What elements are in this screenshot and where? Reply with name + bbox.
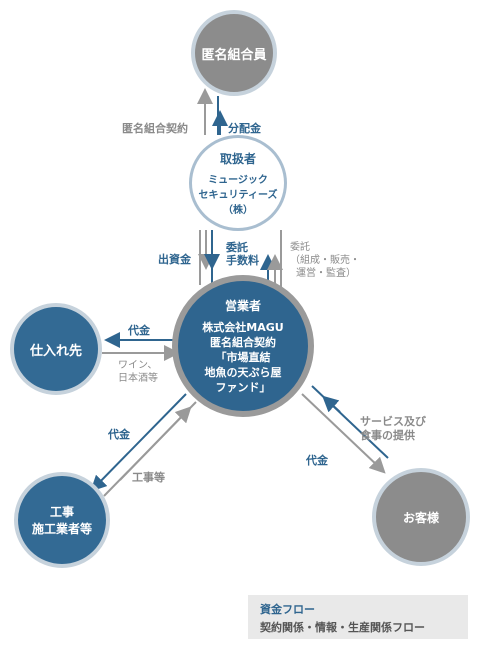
broker-name-line: ミュージック: [208, 175, 268, 186]
operator-line: 「市場直結: [215, 351, 271, 364]
operator-line: 株式会社MAGU: [202, 321, 284, 334]
entrust-label: 委託 （組成・販売・ 運営・監査）: [290, 241, 360, 280]
fee-label-line: 委託: [226, 241, 248, 254]
entrust-label-line: （組成・販売・: [290, 255, 360, 266]
customer-node: お客様: [372, 468, 470, 566]
legend: 資金フロー 契約関係・情報・生産関係フロー: [248, 595, 468, 639]
legend-money-flow: 資金フロー: [260, 603, 315, 616]
broker-title: 取扱者: [219, 152, 256, 166]
operator-contractor-lines: [90, 393, 197, 497]
supplier-label: 仕入れ先: [29, 343, 82, 359]
entrust-label-line: 運営・監査）: [296, 268, 356, 279]
supplier-node: 仕入れ先: [10, 303, 102, 395]
supplier-goods-line: 日本酒等: [118, 373, 158, 384]
operator-line: ファンド」: [215, 381, 271, 394]
customer-service-line: サービス及び: [360, 415, 426, 428]
customer-label: お客様: [402, 510, 439, 525]
contractor-label-line: 施工業者等: [31, 522, 92, 536]
contractor-label-line: 工事: [49, 505, 74, 519]
legend-contract-flow: 契約関係・情報・生産関係フロー: [260, 621, 425, 634]
supplier-goods-line: ワイン、: [118, 360, 158, 371]
investment-label: 出資金: [158, 253, 191, 266]
broker-name-line: （株）: [223, 205, 253, 216]
broker-node: 取扱者 ミュージック セキュリティーズ （株）: [189, 135, 287, 231]
operator-title: 営業者: [224, 299, 261, 313]
contractor-node: 工事 施工業者等: [14, 472, 110, 568]
supplier-payment-label: 代金: [128, 324, 150, 337]
contractor-payment-label: 代金: [108, 428, 130, 441]
customer-payment-label: 代金: [306, 454, 328, 467]
customer-service-label: サービス及び 食事の提供: [360, 415, 426, 443]
fee-label-line: 手数料: [226, 254, 259, 267]
operator-supplier-lines: [102, 332, 182, 361]
customer-service-line: 食事の提供: [360, 429, 415, 442]
broker-operator-lines: [198, 230, 283, 290]
broker-name-line: セキュリティーズ: [198, 190, 278, 201]
operator-node: 営業者 株式会社MAGU 匿名組合契約 「市場直結 地魚の天ぷら屋 ファンド」: [172, 275, 314, 417]
operator-line: 匿名組合契約: [210, 336, 276, 349]
contractor-work-label: 工事等: [132, 471, 165, 484]
fee-label: 委託 手数料: [226, 241, 259, 267]
members-node: 匿名組合員: [191, 10, 277, 96]
members-broker-lines: [197, 88, 228, 135]
distribution-label: 分配金: [228, 122, 261, 135]
members-label: 匿名組合員: [201, 47, 267, 63]
supplier-goods-label: ワイン、 日本酒等: [118, 359, 158, 385]
operator-line: 地魚の天ぷら屋: [204, 366, 282, 379]
contract-label: 匿名組合契約: [122, 122, 188, 135]
entrust-label-line: 委託: [290, 242, 310, 253]
operator-customer-lines: [301, 385, 389, 474]
